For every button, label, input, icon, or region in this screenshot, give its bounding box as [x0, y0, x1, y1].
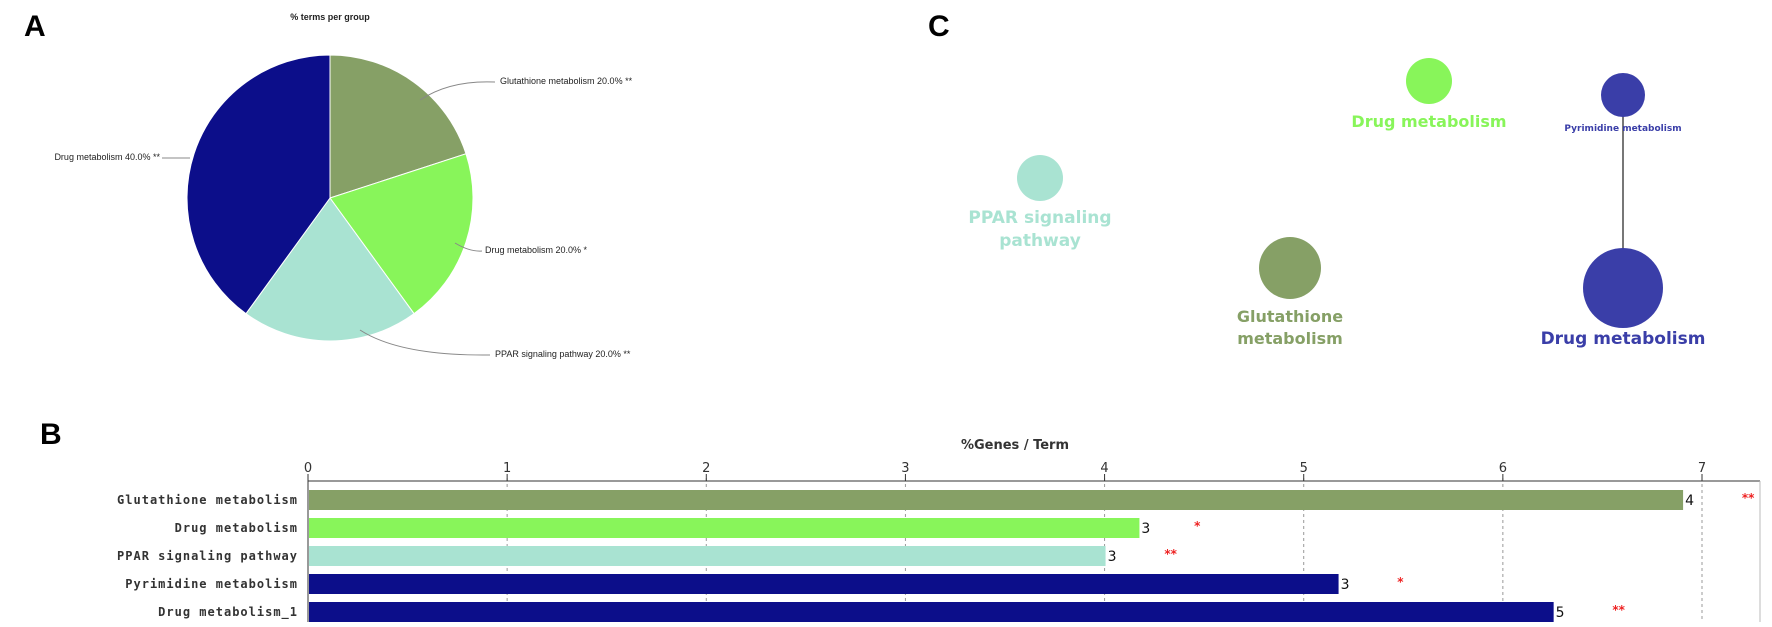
pie-slice-label: Glutathione metabolism 20.0% ** — [500, 76, 633, 86]
panel-letter-c: C — [928, 10, 950, 43]
pie-slice — [245, 197, 415, 342]
category-label: Glutathione metabolism — [117, 493, 298, 507]
bar — [309, 602, 1554, 622]
category-label: Drug metabolism — [175, 521, 298, 535]
x-tick-label: 7 — [1698, 461, 1706, 476]
significance-marker: * — [1397, 575, 1404, 589]
network-node — [1017, 155, 1063, 201]
pie-leader-line — [359, 329, 491, 356]
x-tick-label: 2 — [702, 461, 710, 476]
network-node — [1406, 58, 1452, 104]
pie-slice — [329, 54, 467, 199]
pie-leader-line — [454, 242, 483, 252]
significance-marker: ** — [1742, 491, 1755, 505]
bar — [309, 574, 1339, 594]
bar — [309, 518, 1140, 538]
panel-letter-b: B — [40, 418, 62, 451]
pie-slice-label: Drug metabolism 20.0% * — [485, 245, 588, 255]
pie-slice-label: Drug metabolism 40.0% ** — [54, 152, 160, 162]
x-tick-label: 5 — [1300, 461, 1308, 476]
bar-count-label: 3 — [1141, 521, 1150, 537]
x-tick-label: 0 — [304, 461, 312, 476]
panel-letter-a: A — [24, 10, 46, 43]
x-tick-label: 6 — [1499, 461, 1507, 476]
network-node-label: Drug metabolism — [1541, 329, 1706, 349]
bar-count-label: 3 — [1108, 549, 1117, 565]
x-tick-label: 3 — [901, 461, 909, 476]
significance-marker: ** — [1164, 547, 1177, 561]
x-tick-label: 4 — [1100, 461, 1108, 476]
bar — [309, 490, 1684, 510]
bar-count-label: 5 — [1556, 605, 1565, 621]
bar-count-label: 4 — [1685, 493, 1694, 509]
x-axis-title: %Genes / Term — [961, 438, 1069, 453]
pie-leader-line — [419, 81, 496, 101]
x-tick-label: 1 — [503, 461, 511, 476]
network-node — [1601, 73, 1645, 117]
pie-slice — [329, 153, 474, 315]
network-node — [1583, 248, 1663, 328]
category-label: Pyrimidine metabolism — [125, 577, 298, 591]
pie-slice — [186, 54, 331, 315]
category-label: Drug metabolism_1 — [158, 605, 298, 620]
network-node-label: Drug metabolism — [1351, 112, 1506, 131]
bar — [309, 546, 1106, 566]
significance-marker: ** — [1612, 603, 1625, 617]
bar-count-label: 3 — [1341, 577, 1350, 593]
category-label: PPAR signaling pathway — [117, 549, 298, 563]
network-node — [1259, 237, 1321, 299]
pie-chart: % terms per group Glutathione metabolism… — [54, 12, 632, 359]
network-node-label: Pyrimidine metabolism — [1564, 124, 1681, 134]
pie-slice-label: PPAR signaling pathway 20.0% ** — [495, 349, 631, 359]
significance-marker: * — [1194, 519, 1201, 533]
pie-title: % terms per group — [290, 12, 370, 22]
